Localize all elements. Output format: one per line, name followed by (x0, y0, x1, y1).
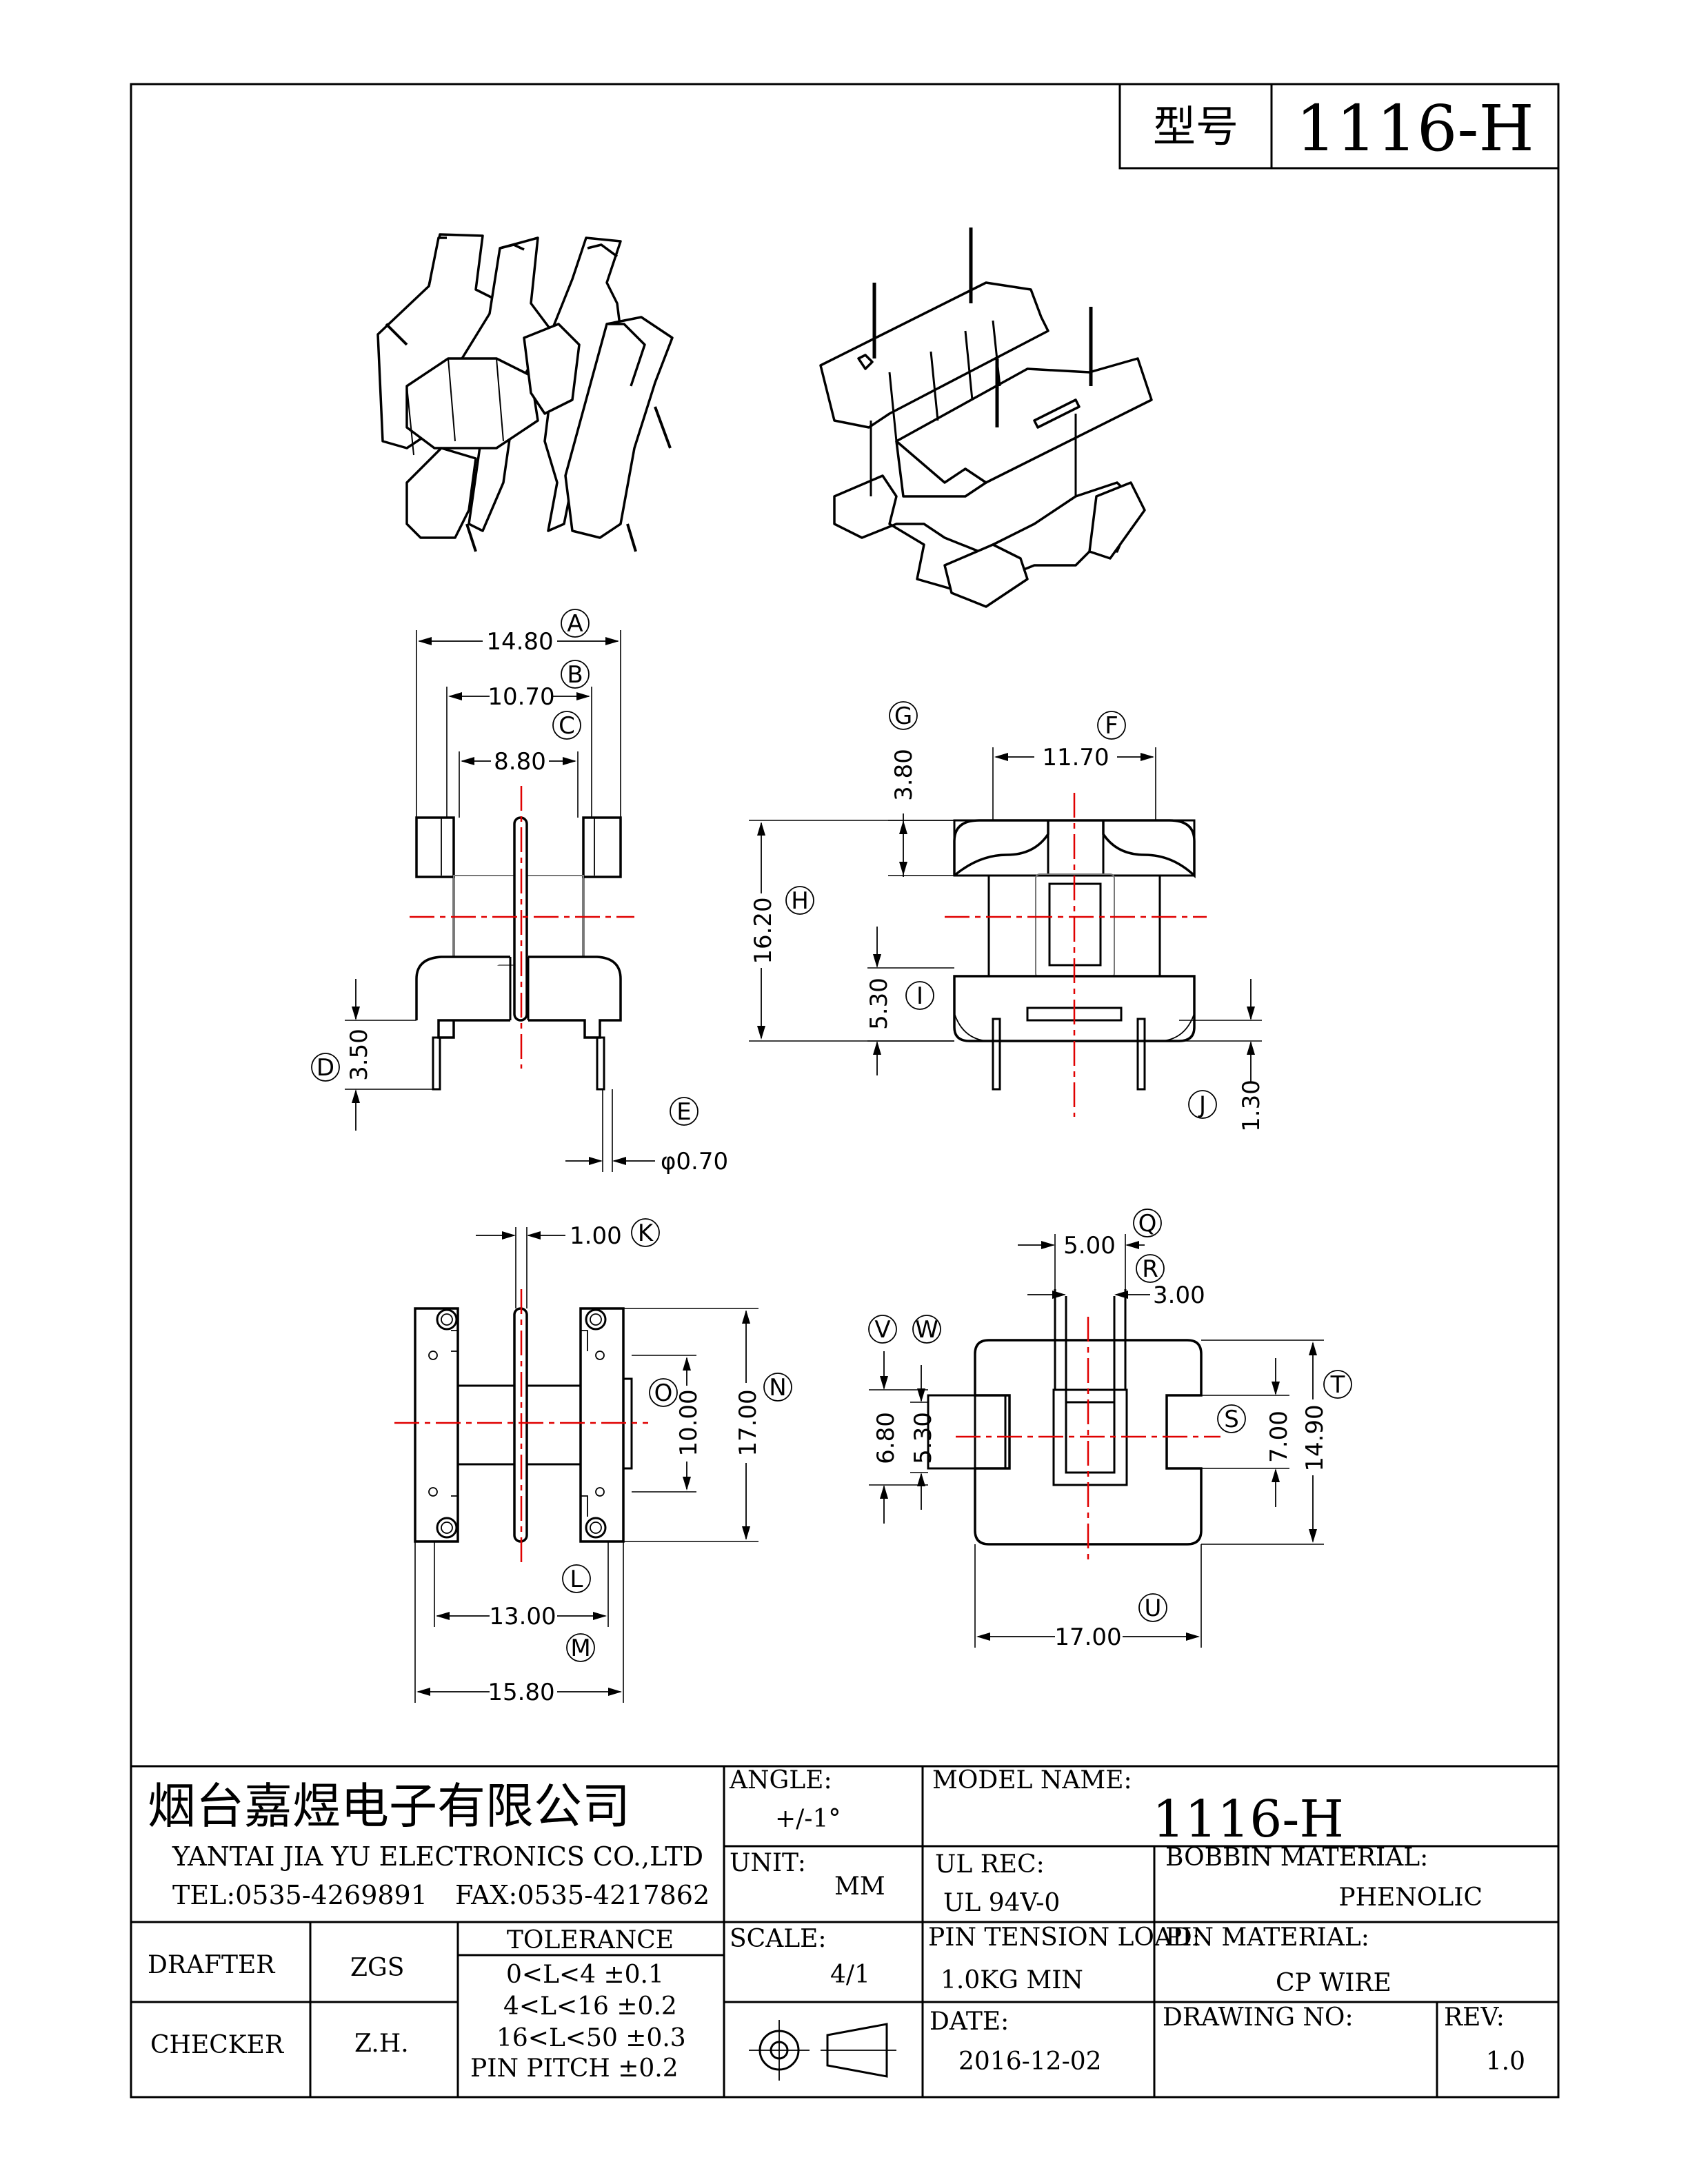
side-view: 11.70 F 3.80 G 16.20 H 5.30 I (749, 701, 1265, 1132)
rev-label: REV: (1444, 2003, 1505, 2032)
dim-f-value: 11.70 (1042, 744, 1109, 771)
bobbin-material-label: BOBBIN MATERIAL: (1165, 1843, 1428, 1872)
dim-t-value: 14.90 (1301, 1404, 1329, 1471)
model-name-label: MODEL NAME: (932, 1766, 1132, 1794)
scale-label: SCALE: (730, 1925, 827, 1953)
drafter-value: ZGS (350, 1954, 404, 1982)
balloon-b: B (567, 661, 583, 689)
tolerance-row-4: PIN PITCH ±0.2 (470, 2054, 679, 2083)
front-view: 14.80 A 10.70 B C 8.80 3.50 D (311, 609, 728, 1175)
unit-label: UNIT: (730, 1849, 806, 1877)
checker-label: CHECKER (150, 2031, 284, 2059)
balloon-j: J (1198, 1091, 1206, 1119)
dim-u-value: 17.00 (1054, 1624, 1121, 1651)
dim-v-value: 6.80 (872, 1412, 900, 1464)
dim-g-value: 3.80 (890, 749, 918, 801)
dim-o-value: 10.00 (675, 1389, 703, 1456)
tolerance-row-1: 0<L<4 ±0.1 (506, 1961, 664, 1989)
balloon-m: M (570, 1635, 590, 1662)
balloon-v: V (874, 1316, 890, 1344)
ul-rec-label: UL REC: (935, 1850, 1045, 1879)
balloon-h: H (791, 887, 809, 915)
projection-symbol (724, 2001, 923, 2081)
dim-m-value: 15.80 (488, 1679, 554, 1706)
company-fax: FAX:0535-4217862 (455, 1880, 710, 1910)
tolerance-label: TOLERANCE (507, 1926, 674, 1954)
date-value: 2016-12-02 (958, 2048, 1102, 2076)
dim-i-value: 5.30 (865, 978, 893, 1030)
angle-value: +/-1° (775, 1805, 841, 1833)
model-value: 1116-H (1296, 92, 1534, 165)
scale-value: 4/1 (830, 1961, 870, 1989)
model-label: 型号 (1153, 101, 1238, 152)
dim-s-value: 7.00 (1265, 1410, 1293, 1463)
balloon-l: L (570, 1566, 583, 1593)
bobbin-material-value: PHENOLIC (1338, 1883, 1483, 1912)
balloon-e: E (676, 1098, 691, 1126)
balloon-n: N (769, 1374, 786, 1402)
model-box: 型号 1116-H (1118, 83, 1560, 170)
balloon-q: Q (1138, 1210, 1157, 1237)
tolerance-row-2: 4<L<16 ±0.2 (503, 1992, 677, 2021)
balloon-f: F (1105, 712, 1118, 740)
balloon-a: A (567, 610, 583, 638)
ul-rec-value: UL 94V-0 (943, 1889, 1060, 1917)
model-name-value: 1116-H (1152, 1790, 1344, 1849)
bottom-view: 1.00 K 17.00 N 10.00 O 13.00 L (394, 1218, 792, 1706)
balloon-u: U (1145, 1595, 1162, 1622)
dim-c-value: 8.80 (494, 748, 546, 776)
balloon-c: C (559, 712, 575, 740)
title-block: 烟台嘉煜电子有限公司 YANTAI JIA YU ELECTRONICS CO.… (131, 1765, 1558, 2097)
dim-r-value: 3.00 (1153, 1282, 1205, 1309)
balloon-o: O (654, 1379, 673, 1407)
drafter-label: DRAFTER (148, 1951, 275, 1979)
balloon-r: R (1142, 1255, 1158, 1283)
dim-h-value: 16.20 (750, 897, 777, 964)
pin-tension-value: 1.0KG MIN (941, 1966, 1083, 1994)
sheet-border (130, 83, 1560, 2099)
pin-material-value: CP WIRE (1276, 1969, 1391, 1997)
balloon-k: K (638, 1220, 654, 1247)
balloon-w: W (915, 1316, 938, 1344)
balloon-s: S (1224, 1406, 1239, 1433)
isometric-view-right (819, 228, 1153, 608)
date-label: DATE: (930, 2008, 1009, 2036)
company-tel: TEL:0535-4269891 (172, 1880, 428, 1910)
unit-value: MM (834, 1872, 885, 1901)
dim-l-value: 13.00 (489, 1603, 556, 1630)
pin-material-label: PIN MATERIAL: (1165, 1923, 1369, 1952)
balloon-d: D (316, 1054, 334, 1082)
checker-value: Z.H. (354, 2030, 409, 2058)
pin-tension-label: PIN TENSION LOAD: (928, 1923, 1200, 1952)
dim-d-value: 3.50 (345, 1029, 373, 1081)
company-name-cn: 烟台嘉煜电子有限公司 (148, 1778, 630, 1834)
rev-value: 1.0 (1486, 2048, 1525, 2076)
balloon-i: I (916, 982, 923, 1010)
dim-a-value: 14.80 (486, 628, 553, 656)
dim-q-value: 5.00 (1063, 1232, 1116, 1260)
drawing-no-label: DRAWING NO: (1163, 2003, 1354, 2032)
dim-n-value: 17.00 (734, 1389, 762, 1456)
dim-b-value: 10.70 (488, 683, 554, 711)
isometric-view-left (376, 233, 674, 552)
top-view: 5.00 Q 3.00 R 7.00 S 14.90 T 17.00 (868, 1209, 1352, 1651)
dim-w-value: 5.30 (910, 1412, 937, 1464)
dim-e-value: φ0.70 (661, 1148, 728, 1175)
angle-label: ANGLE: (729, 1766, 832, 1794)
balloon-g: G (894, 702, 912, 730)
balloon-t: T (1330, 1371, 1345, 1399)
dim-j-value: 1.30 (1238, 1080, 1265, 1132)
dim-k-value: 1.00 (570, 1222, 622, 1250)
company-name-en: YANTAI JIA YU ELECTRONICS CO.,LTD (172, 1841, 703, 1872)
tolerance-row-3: 16<L<50 ±0.3 (496, 2024, 686, 2052)
